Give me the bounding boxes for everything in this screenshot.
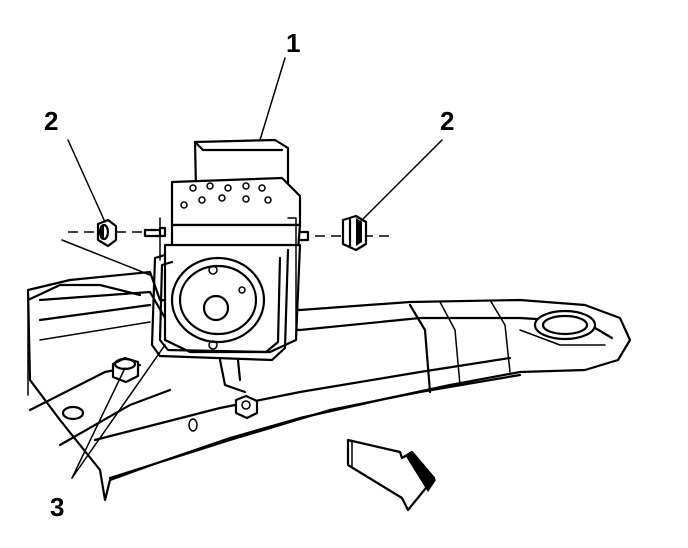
leader-lines — [67, 57, 443, 479]
left-nut — [96, 218, 118, 248]
front-bolt — [111, 356, 140, 384]
right-nut — [341, 214, 368, 252]
forward-direction-arrow-icon — [346, 438, 436, 512]
callout-1: 1 — [286, 28, 300, 58]
mounting-bolts — [111, 356, 259, 420]
abs-module — [150, 138, 310, 394]
mounting-nuts — [68, 214, 395, 252]
callout-3: 3 — [50, 492, 64, 522]
rear-bolt — [234, 394, 259, 420]
callout-2-right: 2 — [440, 106, 454, 136]
callout-2-left: 2 — [44, 106, 58, 136]
